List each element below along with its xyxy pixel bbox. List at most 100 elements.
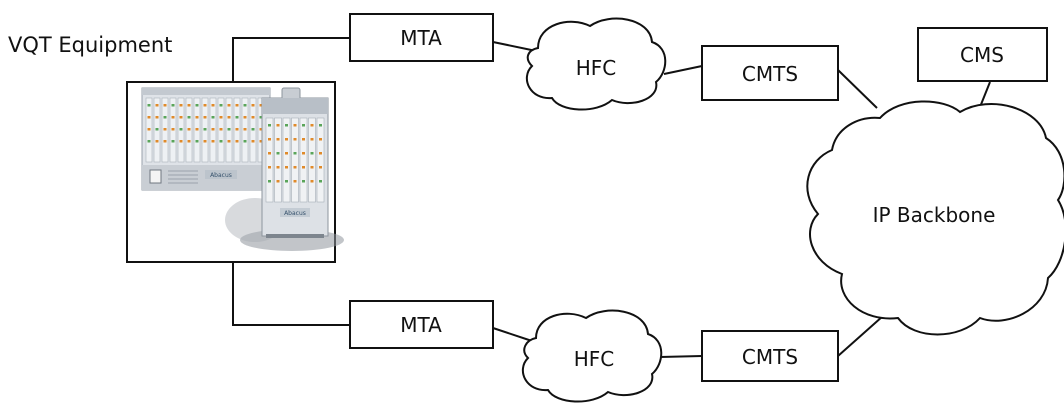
rack-slot-led — [180, 104, 183, 107]
rack-slot-led — [148, 116, 151, 119]
rack-slot-led — [196, 140, 199, 143]
tower-slot-led — [277, 124, 280, 127]
tower-slot-card — [266, 118, 273, 202]
rack-slot-led — [252, 116, 255, 119]
rack-power-switch — [150, 170, 161, 183]
tower-slot-led — [311, 138, 314, 141]
rack-slot-led — [180, 140, 183, 143]
rack-slot-led — [252, 104, 255, 107]
tower-slot-led — [268, 138, 271, 141]
rack-slot-led — [188, 140, 191, 143]
tower-slot-led — [302, 166, 305, 169]
rack-slot-led — [244, 116, 247, 119]
equipment-to-bottom-mta-line — [233, 262, 350, 325]
tower-slot-led — [294, 180, 297, 183]
tower-top-bezel — [262, 98, 328, 114]
rack-slot-led — [180, 116, 183, 119]
rack-slot-led — [172, 128, 175, 131]
rack-slot-led — [212, 140, 215, 143]
equipment-to-top-mta-line — [233, 38, 350, 82]
rack-slot-led — [212, 116, 215, 119]
rack-slot-led — [228, 128, 231, 131]
cms-label: CMS — [960, 43, 1004, 67]
tower-slot-led — [319, 166, 322, 169]
rack-slot-led — [204, 140, 207, 143]
tower-slot-led — [294, 138, 297, 141]
tower-slot-led — [302, 180, 305, 183]
rack-slot-led — [236, 104, 239, 107]
rack-slot-led — [204, 128, 207, 131]
tower-slot-led — [294, 166, 297, 169]
top-mta-label: MTA — [400, 26, 442, 50]
rack-slot-led — [196, 104, 199, 107]
tower-feet — [266, 234, 324, 238]
rack-slot-led — [212, 104, 215, 107]
rack-slot-led — [164, 140, 167, 143]
rack-slot-led — [148, 140, 151, 143]
rack-slot-led — [204, 116, 207, 119]
rack-slot-led — [148, 104, 151, 107]
rack-slot-led — [188, 128, 191, 131]
tower-slot-led — [319, 152, 322, 155]
tower-slot-led — [311, 166, 314, 169]
tower-slot-led — [285, 124, 288, 127]
rack-slot-led — [204, 104, 207, 107]
top-hfc-label: HFC — [576, 56, 617, 80]
rack-slot-led — [188, 116, 191, 119]
equipment-title: VQT Equipment — [8, 33, 172, 57]
rack-slot-led — [172, 104, 175, 107]
rack-slot-led — [236, 116, 239, 119]
rack-slot-led — [212, 128, 215, 131]
tower-slot-led — [268, 124, 271, 127]
rack-brand-label: Abacus — [210, 172, 232, 179]
bottom-mta-to-hfc-line — [493, 328, 532, 341]
tower-slot-card — [300, 118, 307, 202]
rack-slot-led — [220, 104, 223, 107]
rack-slots-left — [146, 98, 264, 162]
tower-brand-label: Abacus — [284, 210, 306, 217]
rack-top-rail — [142, 88, 270, 95]
rack-slot-led — [156, 116, 159, 119]
bottom-hfc-to-cmts-line — [660, 356, 702, 357]
rack-slot-led — [244, 140, 247, 143]
tower-slot-led — [319, 124, 322, 127]
rack-slot-led — [236, 128, 239, 131]
rack-slot-led — [156, 104, 159, 107]
tower-slots — [266, 118, 324, 202]
tower-slot-led — [285, 180, 288, 183]
tower-slot-led — [285, 152, 288, 155]
tower-slot-card — [292, 118, 299, 202]
ip-backbone-label: IP Backbone — [873, 203, 996, 227]
rack-slot-led — [228, 140, 231, 143]
tower-slot-led — [268, 152, 271, 155]
tower-slot-led — [285, 166, 288, 169]
tower-slot-card — [283, 118, 290, 202]
tower-slot-led — [268, 166, 271, 169]
rack-slot-led — [148, 128, 151, 131]
tower-slot-card — [317, 118, 324, 202]
tower-slot-led — [268, 180, 271, 183]
rack-slot-led — [220, 116, 223, 119]
rack-slot-led — [172, 116, 175, 119]
rack-slot-led — [196, 116, 199, 119]
rack-slot-led — [172, 140, 175, 143]
rack-slot-led — [156, 128, 159, 131]
rack-slot-led — [164, 116, 167, 119]
tower-slot-led — [319, 180, 322, 183]
rack-slot-led — [252, 128, 255, 131]
bottom-cmts-label: CMTS — [742, 345, 798, 369]
rack-slot-led — [220, 128, 223, 131]
rack-slot-led — [228, 104, 231, 107]
tower-slot-led — [294, 152, 297, 155]
tower-slot-led — [277, 180, 280, 183]
tower-slot-led — [311, 180, 314, 183]
tower-slot-card — [275, 118, 282, 202]
rack-slot-led — [252, 140, 255, 143]
rack-slot-led — [228, 116, 231, 119]
tower-slot-led — [277, 138, 280, 141]
bottom-mta-label: MTA — [400, 313, 442, 337]
tower-slot-led — [319, 138, 322, 141]
rack-slot-led — [164, 104, 167, 107]
top-hfc-to-cmts-line — [664, 66, 702, 74]
rack-slot-led — [220, 140, 223, 143]
